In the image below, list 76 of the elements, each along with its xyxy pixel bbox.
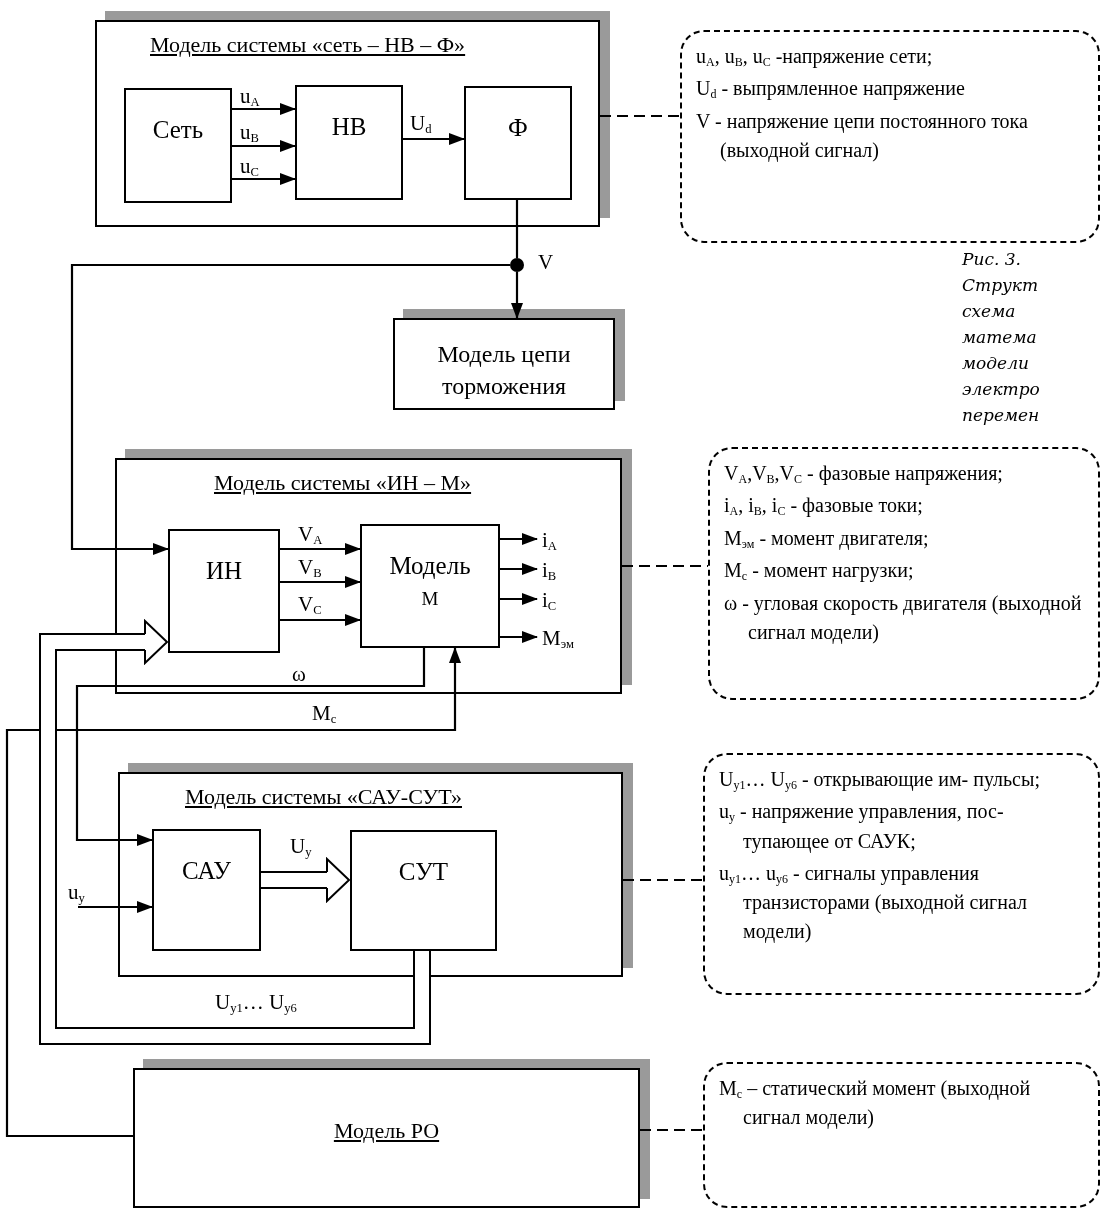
signal-label: M$_{c}$ (312, 703, 337, 726)
note-text: M$_{c}$ - момент нагрузки; (724, 558, 915, 586)
note-text: V - напряжение цепи постоянного тока (выходной сигнал) (696, 108, 1029, 164)
block-label: НВ (330, 112, 368, 141)
leader-line (600, 114, 680, 118)
signal-label: U$_{d}$ (410, 113, 432, 136)
frame-heading: Модель системы «сеть – НВ – Ф» (150, 32, 466, 58)
block-box (464, 86, 572, 200)
legend-note (680, 30, 1100, 243)
block-label: ИН (204, 556, 244, 585)
signal-label: i$_{C}$ (542, 590, 557, 613)
junction-dot (510, 258, 524, 272)
note-text: M$_{эм}$ - момент двигателя; (724, 525, 930, 553)
arrow (500, 631, 538, 643)
arrow (232, 140, 296, 152)
signal-label: u$_{C}$ (240, 156, 259, 179)
signal-label: i$_{A}$ (542, 530, 557, 553)
note-text: M$_{c}$ – статический момент (выходной сигнал модели) (719, 1076, 1032, 1131)
leader-line (640, 1128, 703, 1132)
block-label: Ф (507, 113, 529, 142)
signal-label: u$_{A}$ (240, 86, 260, 109)
signal-label: V$_{A}$ (298, 524, 323, 547)
signal-label: M$_{эм}$ (542, 628, 574, 651)
arrow (280, 543, 361, 555)
arrow (5, 647, 461, 1138)
signal-label: i$_{B}$ (542, 560, 557, 583)
arrow (75, 648, 426, 846)
arrow (232, 103, 296, 115)
arrow (403, 133, 465, 145)
frame-heading: Модель системы «САУ-СУТ» (185, 784, 462, 810)
block-box (152, 829, 261, 951)
signal-label: u$_{B}$ (240, 122, 259, 145)
note-text: u$_{y1}$… u$_{y6}$ - сигналы управления транзисторами (выходной сигнал модели) (719, 860, 1029, 945)
arrow (232, 173, 296, 185)
signal-label: U$_{y1}$… U$_{y6}$ (215, 992, 297, 1015)
arrow (280, 576, 361, 588)
frame-heading: Модель РО (332, 1118, 441, 1144)
block-label: СУТ (397, 857, 450, 886)
signal-label: u$_{y}$ (68, 882, 85, 905)
legend-note (703, 753, 1100, 995)
signal-label: V (538, 252, 554, 273)
note-text: u$_{A}$, u$_{B}$, u$_{C}$ -напряжение сети; (696, 44, 934, 71)
arrow (511, 272, 523, 319)
arrow (500, 533, 538, 545)
block-label: САУ (181, 856, 232, 885)
leader-line (623, 878, 703, 882)
leader-line (622, 564, 708, 568)
legend-note (708, 447, 1100, 700)
block-box (168, 529, 280, 653)
block-box (124, 88, 232, 203)
arrow (280, 614, 361, 626)
note-text: U$_{y1}$… U$_{y6}$ - открывающие им- пульсы; (719, 767, 1041, 794)
note-text: ω - угловая скорость двигателя (выходной сигнал модели) (724, 590, 1083, 646)
signal-label: V$_{C}$ (298, 594, 322, 617)
arrow (500, 563, 538, 575)
signal-label: U$_{y}$ (290, 836, 312, 859)
block-label: Модель цепи торможения (436, 340, 572, 402)
arrow (500, 593, 538, 605)
block-box (350, 830, 497, 951)
frame-heading: Модель системы «ИН – М» (214, 470, 472, 496)
note-text: u$_{y}$ - напряжение управления, пос- тупающее от САУК; (719, 799, 1005, 855)
figure-caption: Рис. 3. Структ схема матема модели электро перемен (962, 248, 1041, 427)
note-text: i$_{A}$, i$_{B}$, i$_{C}$ - фазовые токи; (724, 493, 924, 521)
note-text: V$_{A}$,V$_{B}$,V$_{C}$ - фазовые напряжения; (724, 461, 1004, 488)
connector-line (515, 200, 519, 258)
signal-label: ω (292, 664, 306, 685)
signal-label: V$_{B}$ (298, 557, 322, 580)
block-box (360, 524, 500, 648)
arrow (70, 263, 510, 555)
block-box (295, 85, 403, 200)
note-text: U$_{d}$ - выпрямленное напряжение (696, 76, 966, 104)
block-label: Модель (388, 551, 472, 580)
block-label: М (420, 587, 440, 610)
legend-note (703, 1062, 1100, 1208)
block-label: Сеть (151, 115, 205, 144)
arrow (78, 901, 153, 913)
